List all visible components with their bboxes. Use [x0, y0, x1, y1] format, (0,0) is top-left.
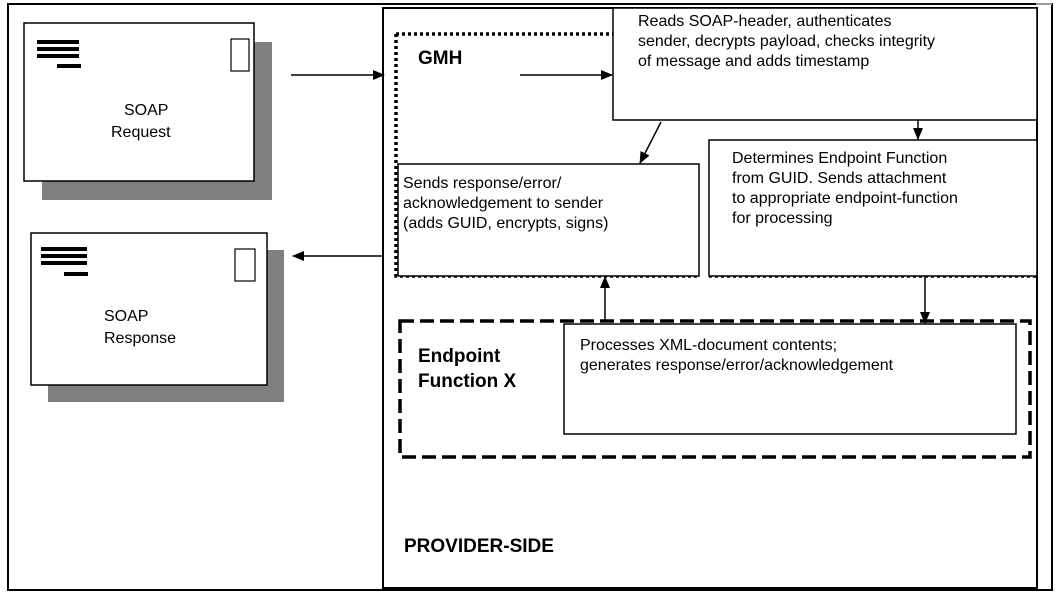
soap-response-label-line1: SOAP: [104, 308, 149, 325]
arrow-reads-to-sends: [639, 121, 662, 164]
determines-box-text: Determines Endpoint Function from GUID. …: [732, 150, 958, 227]
soap-request-label-line1: SOAP: [124, 102, 169, 119]
determines-box: [708, 139, 1038, 277]
gmh-label: GMH: [418, 48, 463, 69]
processes-box-text: Processes XML-document contents; generat…: [580, 337, 894, 374]
sends-box-text: Sends response/error/ acknowledgement to…: [403, 175, 609, 232]
outer-frame: [7, 3, 1053, 591]
envelope-lines-icon: [37, 40, 79, 44]
soap-response-envelope: [30, 232, 284, 402]
soap-request-label-line2: Request: [111, 124, 171, 141]
endpoint-function-label: Endpoint Function X: [418, 346, 517, 392]
stamp-icon: [230, 38, 250, 72]
reads-box-text: Reads SOAP-header, authenticates sender,…: [638, 13, 936, 70]
soap-request-envelope: [23, 22, 272, 200]
provider-side-label: PROVIDER-SIDE: [404, 536, 554, 557]
processes-box: [563, 323, 1017, 435]
sends-box: [397, 163, 700, 277]
reads-box: [612, 7, 1038, 121]
soap-response-label-line2: Response: [104, 330, 177, 347]
envelope-lines-icon: [41, 247, 87, 251]
endpoint-function-boundary: [398, 319, 1032, 459]
stamp-icon: [234, 248, 256, 282]
